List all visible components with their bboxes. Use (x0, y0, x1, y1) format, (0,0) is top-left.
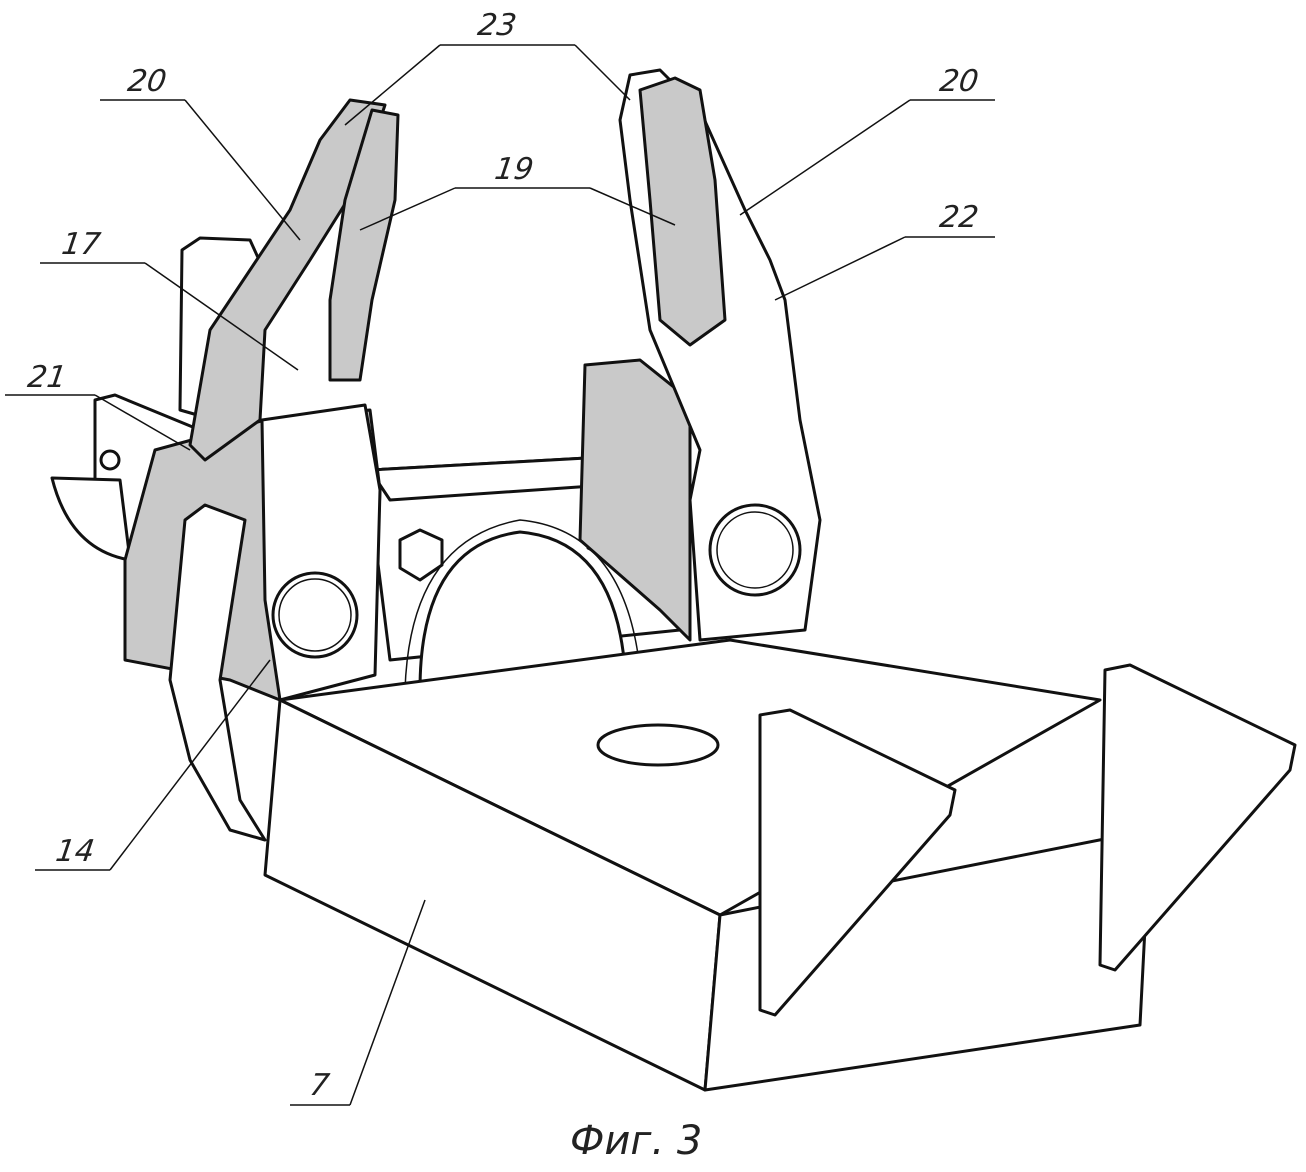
figure-caption: Фиг. 3 (570, 1118, 702, 1164)
label-20-left: 20 (126, 64, 169, 99)
label-22: 22 (938, 200, 981, 235)
label-19: 19 (493, 152, 536, 187)
label-14: 14 (54, 834, 97, 869)
label-21: 21 (26, 360, 69, 395)
label-20-right: 20 (938, 64, 981, 99)
label-17: 17 (60, 227, 103, 262)
label-23: 23 (476, 8, 519, 43)
